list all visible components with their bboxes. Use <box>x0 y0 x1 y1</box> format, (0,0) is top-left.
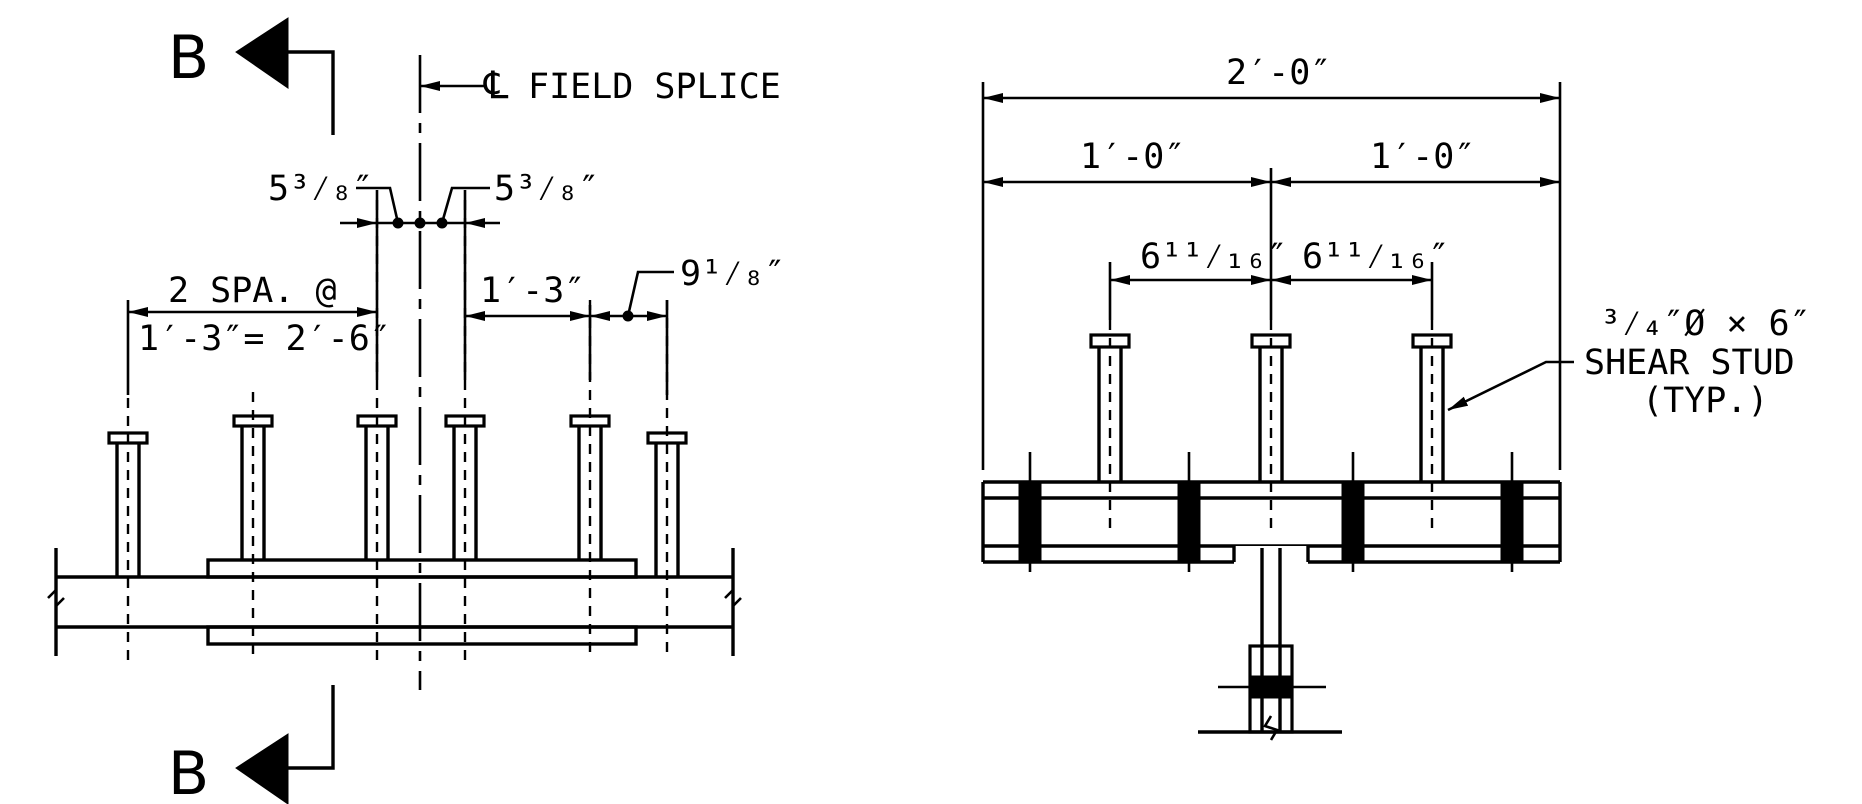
stud-offset-dimension: 6¹¹⁄₁₆″ 6¹¹⁄₁₆″ <box>1110 237 1449 285</box>
edge-dim-label: 9¹⁄₈″ <box>680 254 785 294</box>
stud-note-line-2: SHEAR STUD <box>1584 343 1795 383</box>
splice-dimension: 5³⁄₈″ 5³⁄₈″ <box>268 169 599 229</box>
stud-note-line-3: (TYP.) <box>1642 381 1768 421</box>
overall-width-label: 2′-0″ <box>1226 53 1331 93</box>
stud-note-line-1: ³⁄₄″Ø × 6″ <box>1600 304 1811 344</box>
girder-web <box>1198 548 1342 741</box>
section-cut-bottom: B <box>168 685 335 804</box>
section-arrow-bottom-icon <box>235 733 289 804</box>
break-symbol-left-icon <box>47 586 65 610</box>
shear-stud-left-1 <box>107 398 149 660</box>
half-width-dimension: 1′-0″ 1′-0″ <box>983 137 1560 187</box>
overall-width-dimension: 2′-0″ <box>983 53 1560 103</box>
stud-offset-left-label: 6¹¹⁄₁₆″ <box>1140 237 1287 277</box>
spacing-line-1: 2 SPA. @ <box>168 271 337 311</box>
shear-stud-left-2 <box>232 392 274 660</box>
left-elevation-view: B B ℄ FIELD SPLICE <box>47 17 785 804</box>
section-stud-3 <box>1411 320 1453 530</box>
stud-offset-right-label: 6¹¹⁄₁₆″ <box>1302 237 1449 277</box>
centerline-label: FIELD SPLICE <box>528 67 781 107</box>
shear-stud-note: ³⁄₄″Ø × 6″ SHEAR STUD (TYP.) <box>1447 304 1811 421</box>
edge-dimension: 9¹⁄₈″ <box>590 254 785 322</box>
section-letter-bottom: B <box>168 739 209 804</box>
stud-spacing-total-dimension: 2 SPA. @ 1′-3″= 2′-6″ <box>128 271 391 359</box>
right-section-view: 2′-0″ 1′-0″ 1′-0″ 6¹¹⁄₁₆″ 6¹¹⁄₁₆″ <box>981 53 1811 741</box>
spacing-line-2: 1′-3″= 2′-6″ <box>138 319 391 359</box>
splice-dim-right-label: 5³⁄₈″ <box>494 169 599 209</box>
half-left-label: 1′-0″ <box>1080 137 1185 177</box>
stud-spacing-dimension: 1′-3″ <box>465 271 590 321</box>
web-break-symbol-icon <box>1263 715 1279 741</box>
bottom-splice-plate <box>206 625 638 646</box>
centerline-symbol: ℄ <box>483 63 509 107</box>
top-splice-plate <box>206 558 638 579</box>
section-letter-top: B <box>168 23 209 93</box>
break-symbol-right-icon <box>724 586 742 610</box>
stud-spacing-label: 1′-3″ <box>480 271 585 311</box>
section-cut-top: B <box>168 17 335 135</box>
section-stud-1 <box>1089 320 1131 530</box>
half-right-label: 1′-0″ <box>1370 137 1475 177</box>
section-stud-2 <box>1250 320 1292 530</box>
splice-dim-left-label: 5³⁄₈″ <box>268 169 373 209</box>
section-arrow-top-icon <box>235 17 289 89</box>
